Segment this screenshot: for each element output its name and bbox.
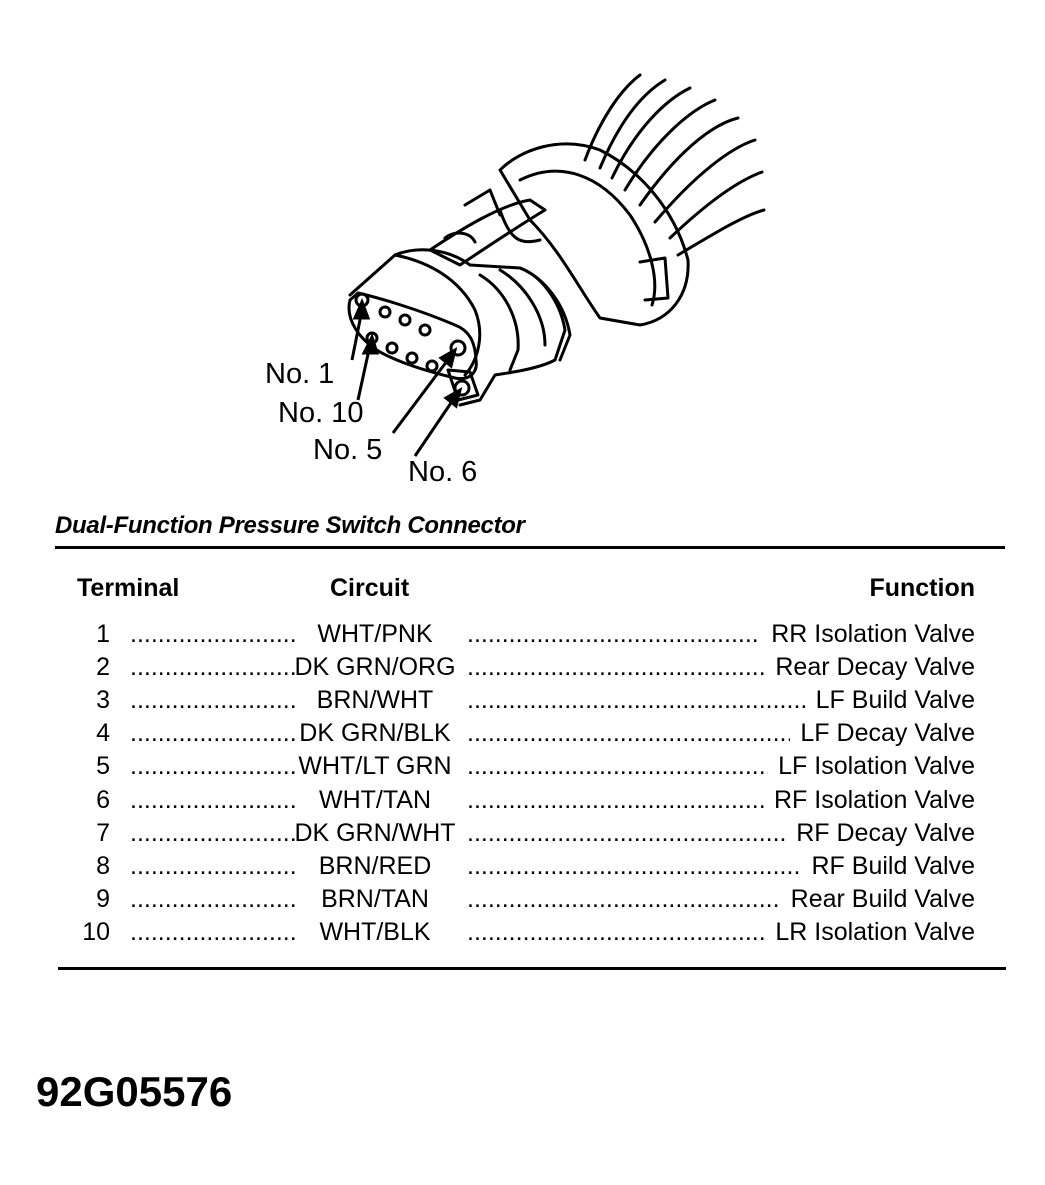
function-value: RR Isolation Valve — [771, 620, 975, 648]
table-row: 9.......................................… — [0, 885, 1045, 918]
dot-leader: ........................................… — [467, 620, 761, 648]
terminal-number: 4 — [96, 719, 110, 748]
circuit-value: WHT/TAN — [318, 785, 431, 814]
function-value: RF Build Valve — [811, 851, 976, 880]
dot-leader: ........................................… — [130, 653, 295, 682]
dot-leader: ........................................… — [467, 884, 781, 913]
table-row: 8.......................................… — [0, 852, 1045, 885]
dot-leader: ........................................… — [467, 752, 768, 781]
header-function: Function — [869, 574, 975, 602]
dot-leader: ........................................… — [130, 917, 295, 946]
dot-leader: ........................................… — [130, 752, 295, 781]
dot-leader: ........................................… — [467, 917, 766, 946]
terminal-number: 5 — [96, 752, 110, 781]
dot-leader: ........................................… — [130, 620, 295, 648]
terminal-number: 8 — [96, 851, 110, 880]
function-value: LF Build Valve — [815, 686, 975, 715]
dot-leader: ........................................… — [130, 884, 295, 913]
dot-leader: ........................................… — [467, 653, 766, 682]
table-row: 2.......................................… — [0, 653, 1045, 686]
function-value: RF Decay Valve — [796, 818, 975, 847]
circuit-value: DK GRN/WHT — [294, 818, 456, 847]
terminal-number: 7 — [96, 818, 110, 847]
table-row: 3.......................................… — [0, 686, 1045, 719]
callout-no10: No. 10 — [278, 397, 364, 429]
circuit-value: DK GRN/ORG — [294, 653, 456, 682]
table-row: 7.......................................… — [0, 819, 1045, 852]
table-row: 4.......................................… — [0, 719, 1045, 752]
figure-id: 92G05576 — [36, 1068, 233, 1115]
callout-no1: No. 1 — [265, 358, 335, 390]
circuit-value: WHT/BLK — [319, 917, 431, 946]
dot-leader: ........................................… — [130, 851, 295, 880]
wire-bundle — [583, 73, 766, 257]
dot-leader: ........................................… — [130, 686, 295, 715]
table-row: 6.......................................… — [0, 786, 1045, 819]
connector-boot — [498, 142, 690, 327]
dot-leader: ........................................… — [467, 719, 790, 748]
table-row: 5.......................................… — [0, 752, 1045, 785]
diagram-title: Dual-Function Pressure Switch Connector — [55, 512, 525, 539]
function-value: LF Decay Valve — [800, 719, 975, 748]
table-row: 10......................................… — [0, 918, 1045, 951]
connector-drawing — [347, 73, 766, 457]
circuit-value: BRN/RED — [318, 851, 432, 880]
function-value: LF Isolation Valve — [778, 752, 975, 781]
circuit-value: BRN/WHT — [316, 686, 434, 715]
connector-latch — [428, 198, 547, 267]
function-value: Rear Decay Valve — [775, 653, 975, 682]
dot-leader: ........................................… — [130, 719, 295, 748]
terminal-number: 3 — [96, 686, 110, 715]
dot-leader: ........................................… — [467, 686, 806, 715]
callout-no5: No. 5 — [313, 434, 383, 466]
terminal-number: 1 — [96, 620, 110, 648]
dot-leader: ........................................… — [467, 851, 802, 880]
table-row: 1.......................................… — [0, 620, 1045, 653]
dot-leader: ........................................… — [130, 818, 295, 847]
bottom-rule — [58, 967, 1006, 970]
header-circuit: Circuit — [330, 574, 410, 602]
circuit-value: WHT/LT GRN — [298, 752, 452, 781]
terminal-number: 9 — [96, 884, 110, 913]
leader-no5 — [391, 356, 452, 434]
leader-no6 — [413, 396, 457, 457]
function-value: Rear Build Valve — [790, 884, 975, 913]
header-terminal: Terminal — [77, 574, 180, 602]
top-rule — [55, 546, 1005, 549]
dot-leader: ........................................… — [467, 785, 764, 814]
function-value: LR Isolation Valve — [775, 917, 975, 946]
terminal-number: 6 — [96, 785, 110, 814]
circuit-value: BRN/TAN — [321, 884, 429, 913]
dot-leader: ........................................… — [467, 818, 787, 847]
terminal-number: 2 — [96, 653, 110, 682]
circuit-value: WHT/PNK — [317, 620, 433, 648]
callout-no6: No. 6 — [408, 456, 478, 488]
circuit-value: DK GRN/BLK — [299, 719, 451, 748]
function-value: RF Isolation Valve — [773, 785, 975, 814]
dot-leader: ........................................… — [130, 785, 295, 814]
terminal-number: 10 — [82, 917, 110, 946]
